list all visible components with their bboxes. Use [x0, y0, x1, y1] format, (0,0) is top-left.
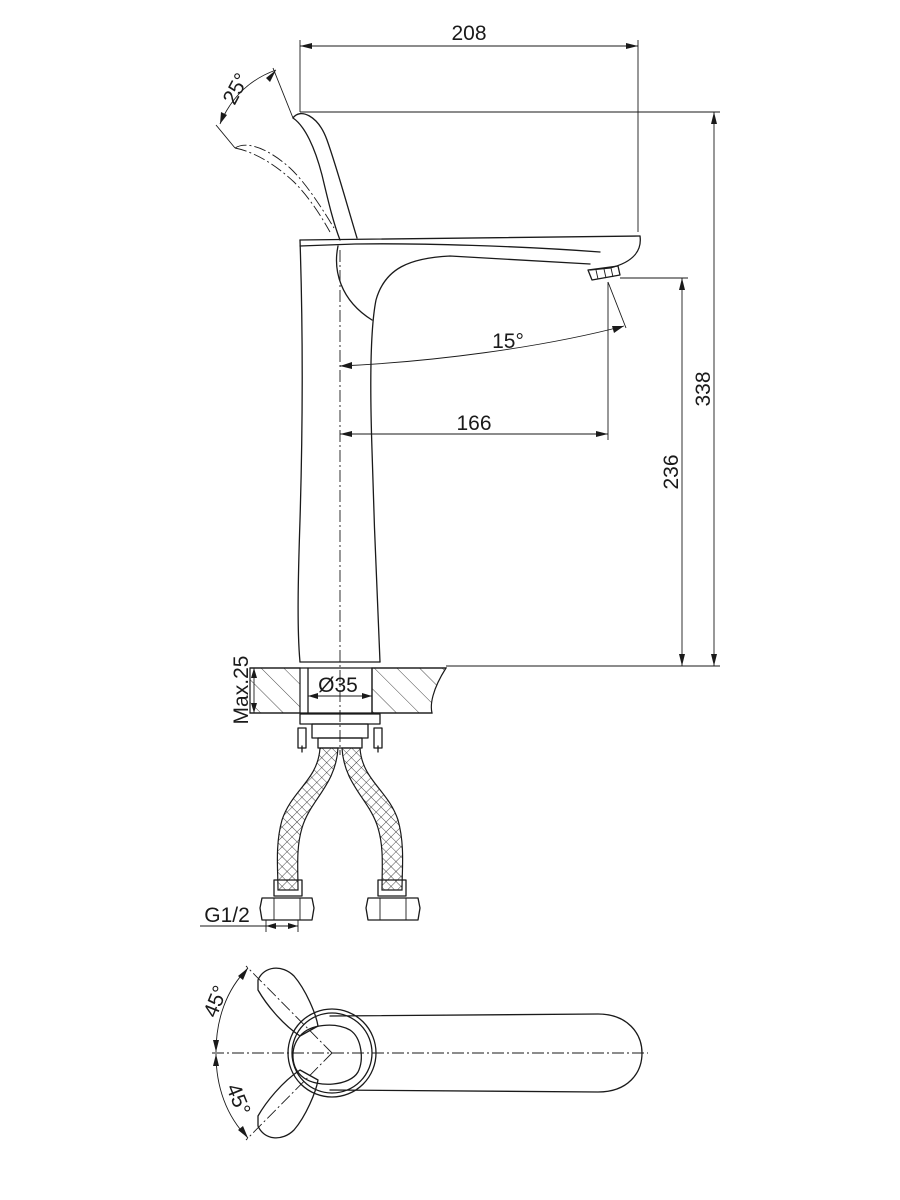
- faucet-body: [297, 235, 641, 663]
- dimension-height-236: 236: [620, 277, 688, 666]
- label-338: 338: [692, 371, 715, 406]
- lever-handle-open-phantom: [234, 144, 335, 233]
- dimension-width-208: 208: [299, 22, 639, 232]
- label-diameter-35: Ø35: [318, 674, 358, 697]
- flex-hoses: [259, 747, 421, 921]
- mounting-nut: [297, 713, 383, 753]
- dimension-angle-45-bottom: 45°: [213, 1053, 255, 1139]
- label-g12: G1/2: [204, 904, 250, 927]
- dimension-angle-45-top: 45°: [199, 967, 249, 1053]
- dimension-angle-25: 25°: [215, 67, 294, 149]
- label-max25: Max.25: [230, 656, 253, 725]
- dimension-angle-15: 15°: [339, 281, 627, 369]
- dimension-deck-max25: Max.25: [230, 656, 262, 725]
- dimension-thread-g12: G1/2: [200, 904, 299, 932]
- label-236: 236: [660, 454, 683, 489]
- dimension-height-338: 338: [300, 111, 720, 667]
- dimension-reach-166: 166: [340, 282, 609, 440]
- label-45-bottom: 45°: [221, 1081, 254, 1119]
- label-208: 208: [451, 22, 486, 45]
- lever-handle: [292, 113, 358, 241]
- deck-section: [249, 667, 448, 714]
- label-25-degrees: 25°: [219, 70, 254, 109]
- label-166: 166: [456, 412, 491, 435]
- label-45-top: 45°: [199, 983, 232, 1021]
- top-view: [212, 965, 648, 1141]
- label-15-degrees: 15°: [492, 330, 524, 353]
- dimension-hole-35: Ø35: [308, 674, 372, 699]
- aerator: [587, 265, 621, 281]
